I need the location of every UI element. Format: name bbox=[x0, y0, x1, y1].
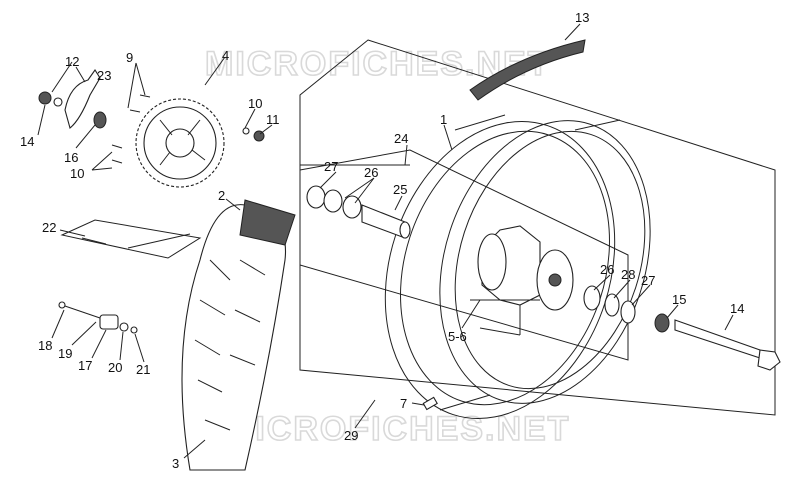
sprocket-bolts bbox=[111, 94, 151, 164]
bearing-set-left bbox=[306, 185, 411, 239]
callout-12: 11 bbox=[266, 112, 280, 127]
axle bbox=[654, 313, 781, 371]
callout-19: 19 bbox=[58, 346, 72, 361]
callout-3: 3 bbox=[172, 456, 179, 471]
callout-2: 2 bbox=[218, 188, 225, 203]
callout-5-6: 5-6 bbox=[448, 329, 467, 344]
callout-11: 10 bbox=[248, 96, 262, 111]
callout-17: 17 bbox=[78, 358, 92, 373]
tire bbox=[181, 199, 296, 471]
sprocket bbox=[135, 98, 225, 188]
callout-21: 21 bbox=[136, 362, 150, 377]
callout-labels: 13 1 4 2 3 24 27 26 25 26 28 27 15 14 5-… bbox=[20, 10, 744, 471]
callout-26-right: 26 bbox=[600, 262, 614, 277]
callout-4: 4 bbox=[222, 48, 229, 63]
valve bbox=[422, 396, 438, 411]
chain bbox=[60, 219, 202, 259]
callout-13: 12 bbox=[65, 54, 79, 69]
callout-26-left: 26 bbox=[364, 165, 378, 180]
chain-adjuster bbox=[58, 301, 138, 334]
callout-29: 29 bbox=[344, 428, 358, 443]
watermark-bottom: MICROFICHES.NET bbox=[225, 410, 570, 448]
callout-24: 24 bbox=[394, 131, 408, 146]
callout-20: 20 bbox=[108, 360, 122, 375]
rim bbox=[384, 114, 651, 420]
callout-10-bottom: 10 bbox=[70, 166, 84, 181]
callout-8: 13 bbox=[575, 10, 589, 25]
wheel-assembly-frame bbox=[299, 39, 776, 416]
callout-16: 16 bbox=[64, 150, 78, 165]
callout-22: 23 bbox=[97, 68, 111, 83]
chain-guide-parts bbox=[38, 69, 107, 129]
hub bbox=[470, 225, 574, 335]
callout-25: 25 bbox=[393, 182, 407, 197]
callout-27-left: 27 bbox=[324, 159, 338, 174]
callout-27-right: 27 bbox=[641, 273, 655, 288]
sprocket-nut-washer bbox=[242, 127, 265, 142]
bearing-set-right bbox=[583, 285, 636, 324]
rim-tape bbox=[469, 39, 586, 101]
leader-lines bbox=[37, 23, 734, 459]
callout-10-top: 9 bbox=[126, 50, 133, 65]
callout-9: 14 bbox=[730, 301, 744, 316]
callout-14-text: 14 bbox=[20, 134, 34, 149]
callout-15: 15 bbox=[672, 292, 686, 307]
callout-1: 1 bbox=[440, 112, 447, 127]
callout-18: 18 bbox=[38, 338, 52, 353]
callout-23: 22 bbox=[42, 220, 56, 235]
callout-7: 7 bbox=[400, 396, 407, 411]
callout-28: 28 bbox=[621, 267, 635, 282]
